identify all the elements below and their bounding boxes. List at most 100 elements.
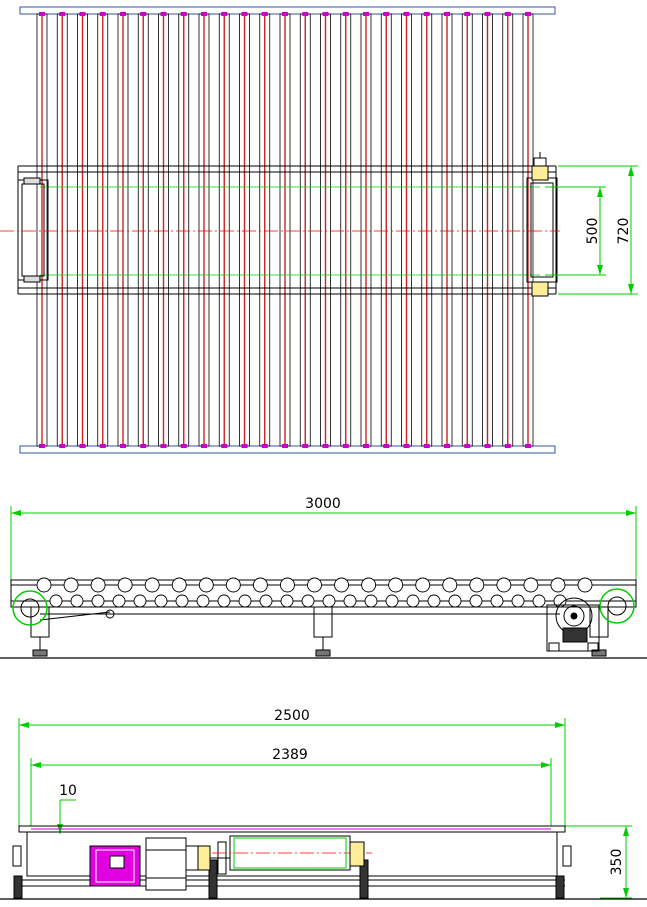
roller-bottom xyxy=(154,594,168,608)
roller-top xyxy=(334,577,349,593)
roller xyxy=(522,12,534,448)
gear-motor xyxy=(546,597,600,652)
roller xyxy=(401,12,412,448)
roller-top xyxy=(307,577,322,593)
roller-bottom xyxy=(385,594,399,608)
dimension-2500: 2500 xyxy=(18,708,566,826)
dim-label-350: 350 xyxy=(609,849,625,876)
roller-top xyxy=(36,577,52,593)
top-view: 500 720 xyxy=(0,6,638,454)
roller xyxy=(279,12,291,448)
roller-bottom xyxy=(532,594,546,608)
side-view: 3000 xyxy=(0,496,647,659)
roller xyxy=(56,12,68,448)
roller-bottom xyxy=(280,594,294,608)
roller-top xyxy=(361,577,377,593)
dim-label-2389: 2389 xyxy=(272,747,308,763)
roller xyxy=(239,12,250,448)
roller xyxy=(36,12,48,448)
roller-top xyxy=(225,577,241,593)
roller xyxy=(259,12,271,448)
roller xyxy=(360,12,372,448)
roller-bottom xyxy=(301,594,315,608)
dimension-350: 350 xyxy=(565,825,632,899)
roller xyxy=(441,12,453,448)
roller-top xyxy=(171,577,187,593)
roller-bottom xyxy=(49,594,63,608)
roller-bottom xyxy=(448,594,462,608)
roller-top xyxy=(198,577,214,593)
roller-top xyxy=(252,577,268,593)
dimension-2389: 2389 xyxy=(30,747,552,826)
roller-top xyxy=(388,577,404,593)
roller-bottom xyxy=(217,594,231,608)
roller-top xyxy=(469,577,485,593)
roller-bottom xyxy=(511,594,525,608)
roller-bottom xyxy=(70,594,84,608)
roller-bottom xyxy=(196,594,210,608)
roller xyxy=(380,12,392,448)
roller xyxy=(218,12,230,448)
end-sprockets xyxy=(12,588,635,626)
roller xyxy=(340,12,352,448)
right-drive-bracket xyxy=(526,152,558,297)
dim-label-500: 500 xyxy=(585,218,601,245)
side-legs xyxy=(0,606,647,659)
roller xyxy=(117,12,129,448)
roller xyxy=(77,12,88,448)
roller-group xyxy=(36,12,534,448)
roller-top xyxy=(90,577,106,593)
roller xyxy=(178,12,190,448)
dim-label-720: 720 xyxy=(616,218,632,245)
roller-bottom xyxy=(112,594,126,608)
roller-top xyxy=(442,577,458,593)
roller xyxy=(97,12,109,448)
roller-bottom xyxy=(490,594,504,608)
roller xyxy=(137,12,149,448)
drum-roller xyxy=(212,835,372,871)
top-frame-rails xyxy=(19,6,556,454)
roller-bottom xyxy=(259,594,273,608)
roller-bottom xyxy=(175,594,189,608)
roller-bottom xyxy=(322,594,336,608)
roller-top xyxy=(415,577,431,593)
roller-top xyxy=(144,577,160,593)
roller-bottom xyxy=(133,594,147,608)
roller-top xyxy=(117,577,133,593)
roller-bottom xyxy=(238,594,252,608)
drive-shaft xyxy=(197,841,230,875)
dim-label-2500: 2500 xyxy=(274,708,310,724)
roller-bottom xyxy=(364,594,378,608)
roller-top xyxy=(496,577,512,593)
dim-label-3000: 3000 xyxy=(305,496,341,512)
drive-motor xyxy=(89,837,199,891)
left-support-bracket xyxy=(17,177,49,283)
roller-bottom xyxy=(469,594,483,608)
roller xyxy=(502,12,514,448)
roller-top xyxy=(63,577,79,593)
inner-guide-lines xyxy=(40,186,540,276)
roller-top xyxy=(577,577,593,593)
conveyor-frame-box xyxy=(17,165,557,295)
dimension-720: 720 xyxy=(558,165,638,295)
roller-bottom xyxy=(427,594,441,608)
roller xyxy=(421,12,433,448)
roller-bottom xyxy=(91,594,105,608)
side-roller-group xyxy=(36,577,593,608)
roller-top xyxy=(523,577,539,593)
roller-bottom xyxy=(343,594,357,608)
dimension-3000: 3000 xyxy=(10,496,637,580)
roller xyxy=(461,12,473,448)
dimension-500: 500 xyxy=(545,186,606,276)
roller-bottom xyxy=(553,594,567,608)
end-view: 2500 2389 10 xyxy=(0,708,647,900)
roller xyxy=(299,12,311,448)
roller-top xyxy=(280,577,295,593)
roller xyxy=(158,12,169,448)
dim-label-10: 10 xyxy=(59,783,77,799)
roller-bottom xyxy=(406,594,420,608)
roller xyxy=(320,12,331,448)
roller xyxy=(482,12,493,448)
roller xyxy=(198,12,210,448)
